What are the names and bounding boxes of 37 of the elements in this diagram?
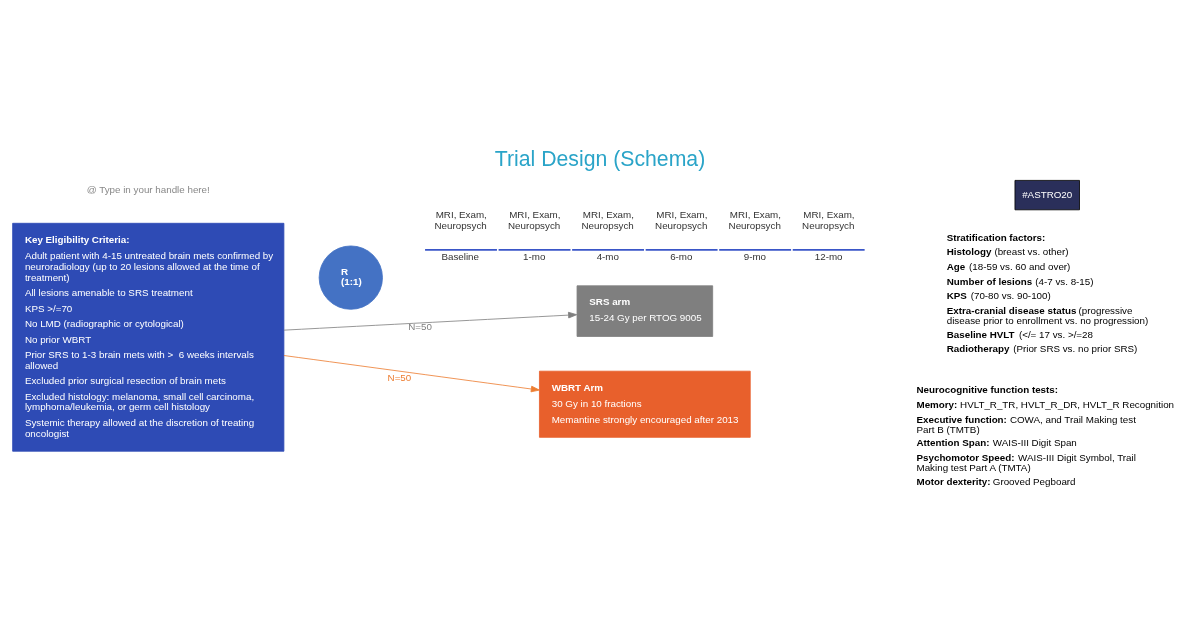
label: 4-mo — [596, 251, 619, 263]
label: MRI, Exam, Neuropsych — [728, 209, 781, 232]
label: #ASTRO20 — [1022, 188, 1073, 200]
edge-label: N=50 — [387, 371, 412, 383]
label: Stratification factors: — [946, 231, 1046, 243]
label: Number of lesions (4-7 vs. 8-15) — [946, 275, 1094, 287]
label: @ Type in your handle here! — [86, 183, 210, 195]
label: Motor dexterity: Grooved Pegboard — [916, 475, 1076, 487]
node-box: Key Eligibility Criteria: Adult patient with 4-15 untreated brain mets confirmed by neuroradiology (up to 20 lesions allowed at the time of treatment) All lesions amenable to SRS treatment KPS >/=70 No LMD (radiographic or cytological) No prior WBRT Prior SRS to 1-3 brain mets with > 6 weeks intervals allowed Excluded prior surgical resection of brain mets Excluded histology: melanoma, small cell carcinoma, lymphoma/leukemia, or germ cell histology Systemic therapy allowed at the discretion of treating oncologist — [12, 222, 285, 452]
label: 6-mo — [670, 251, 693, 263]
arrow — [283, 311, 578, 331]
node-box: WBRT Arm 30 Gy in 10 fractions Memantine strongly encouraged after 2013 — [539, 370, 751, 438]
diagram-title: Trial Design (Schema) — [494, 146, 706, 171]
label: Radiotherapy (Prior SRS vs. no prior SRS) — [946, 343, 1138, 355]
edge-label: N=50 — [408, 321, 432, 333]
label: Neurocognitive function tests: — [916, 384, 1059, 396]
label: Attention Span: WAIS-III Digit Span — [916, 437, 1077, 449]
label: 12-mo — [814, 251, 843, 263]
label: MRI, Exam, Neuropsych — [655, 209, 708, 232]
label: Executive function: COWA, and Trail Making test Part B (TMTB) — [916, 413, 1136, 435]
node-box: SRS arm 15-24 Gy per RTOG 9005 — [576, 285, 714, 337]
label: MRI, Exam, Neuropsych — [507, 209, 561, 232]
label: Psychomotor Speed: WAIS-III Digit Symbol, Trail Making test Part A (TMTA) — [916, 452, 1136, 473]
label: Age (18-59 vs. 60 and over) — [946, 260, 1071, 272]
label: MRI, Exam, Neuropsych — [802, 209, 855, 232]
label: KPS (70-80 vs. 90-100) — [946, 290, 1051, 302]
label: MRI, Exam, Neuropsych — [434, 209, 487, 232]
label: 1-mo — [523, 251, 546, 263]
label: 9-mo — [743, 251, 767, 263]
label: Baseline HVLT (</= 17 vs. >/=28 — [946, 328, 1093, 340]
label: Extra-cranial disease status (progressive disease prior to enrollment vs. no progression) — [946, 305, 1149, 326]
label: Memory: HVLT_R_TR, HVLT_R_DR, HVLT_R Recognition — [916, 399, 1175, 411]
label: Histology (breast vs. other) — [946, 246, 1069, 258]
node-circle: R (1:1) — [318, 245, 383, 310]
arrow — [283, 355, 540, 393]
label: MRI, Exam, Neuropsych — [581, 209, 634, 232]
label: Baseline — [441, 251, 479, 263]
